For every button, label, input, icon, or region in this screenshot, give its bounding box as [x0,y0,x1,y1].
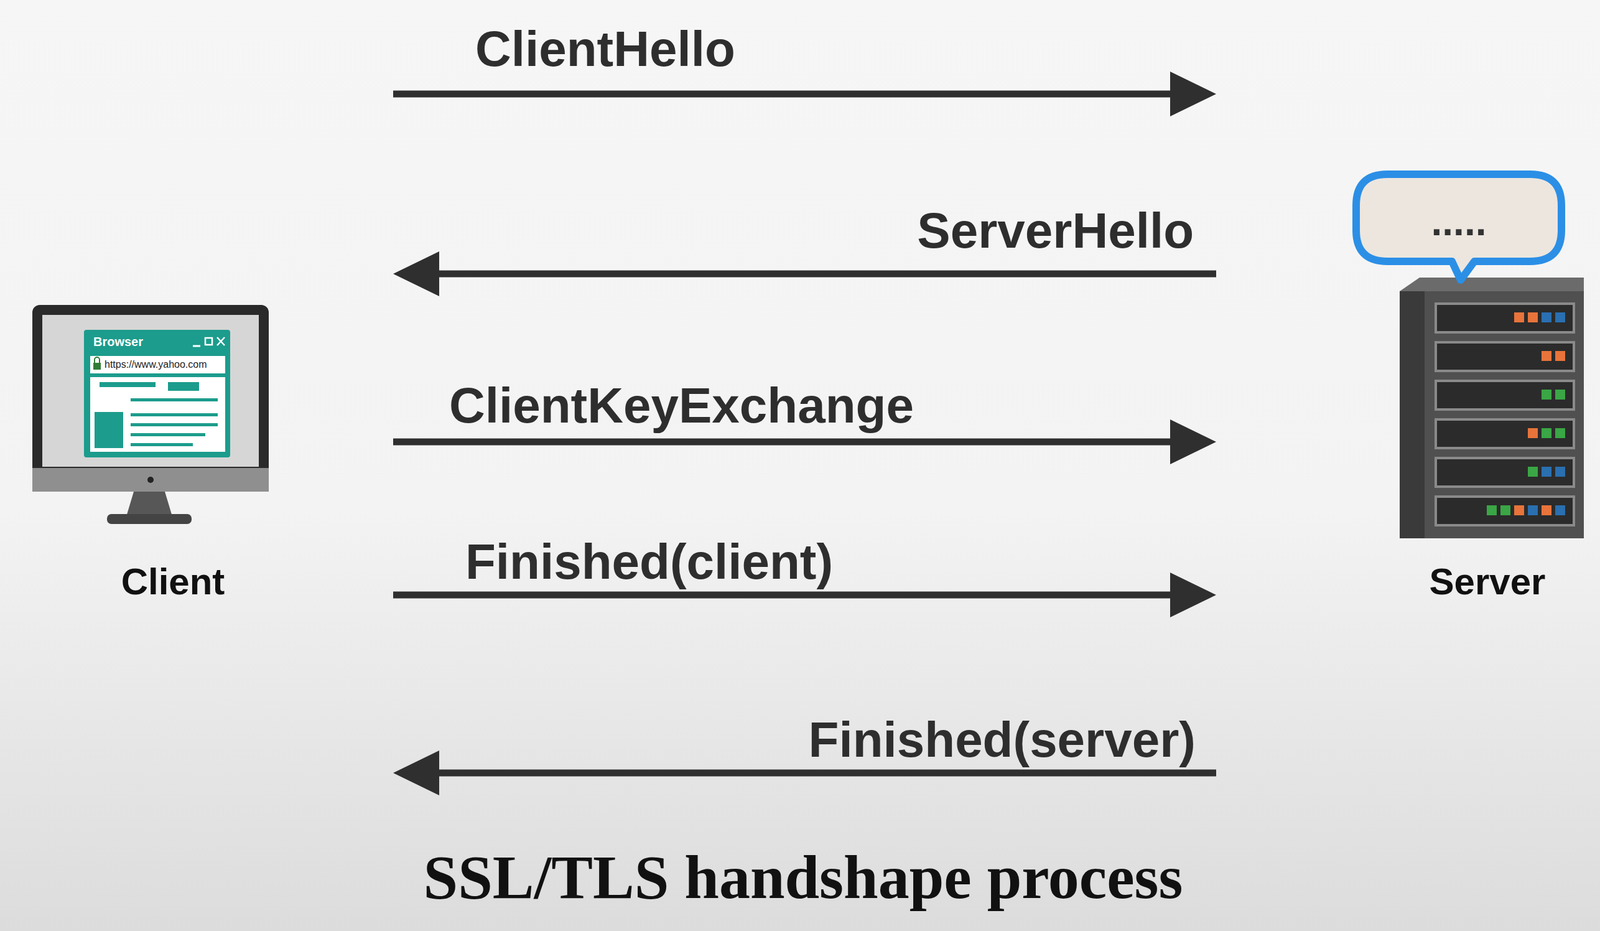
message-label: ServerHello [916,203,1194,259]
client-monitor [32,467,269,492]
browser-window [130,442,193,447]
message-label: Finished(server) [808,712,1196,768]
server-rack [1527,505,1538,516]
browser-window [130,413,218,417]
browser-window [130,432,206,437]
browser-window [130,423,218,427]
server-rack [1541,427,1552,438]
server-rack [1435,496,1574,526]
client-monitor [32,304,269,524]
server-rack [1555,350,1566,361]
browser-window [130,398,218,402]
browser-window [94,357,100,363]
server-rack [1399,277,1584,292]
server-rack [1500,505,1511,516]
client-monitor [147,476,154,483]
arrow-shaft [393,90,1175,98]
message-label: Finished(client) [465,534,833,590]
browser-window [167,381,200,391]
message-label: ClientHello [475,21,736,77]
browser-window [217,337,225,346]
endpoint-label: Server [1394,559,1581,603]
bubble-dots: ..... [1431,197,1487,246]
server-rack [1541,466,1552,477]
browser-window [83,329,231,458]
server-rack [1555,466,1566,477]
server-rack [1527,466,1538,477]
message-arrow [393,251,1217,297]
client-node: Client [24,62,394,809]
browser-window [99,381,156,387]
server-rack [1555,427,1566,438]
browser-window [205,337,213,345]
server-rack [1435,380,1574,410]
arrow-shaft [434,769,1217,777]
server-rack [1399,277,1584,539]
arrow-shaft [393,438,1175,446]
server-rack [1435,419,1574,448]
client-monitor [32,304,269,492]
server-rack [1555,389,1566,400]
browser-window [192,345,201,348]
client-monitor [106,513,192,524]
speech-bubble [1356,174,1562,280]
server-rack [1514,505,1525,516]
client-monitor [126,491,173,517]
arrow-head [393,750,440,796]
arrow-head [1170,71,1217,117]
server-rack [1555,312,1566,323]
window-title: Browser [93,334,144,349]
arrow-shaft [434,270,1217,278]
server-rack [1541,350,1552,361]
client-monitor [42,314,259,467]
server-rack [1541,312,1552,323]
browser-window [90,355,226,374]
server-rack [1435,457,1574,487]
arrow-head [393,251,440,297]
server-rack [1541,389,1552,400]
server-rack [1514,312,1525,323]
arrow-head [1170,419,1217,465]
arrow-head [1170,572,1217,618]
server-rack [1435,303,1574,333]
message-arrow [393,71,1217,117]
browser-window [90,376,226,452]
browser-window [94,411,124,448]
browser-window [93,362,101,370]
server-rack [1527,312,1538,323]
caption: SSL/TLS handshape process [423,841,1184,913]
message-label: ClientKeyExchange [449,378,914,433]
server-rack [1555,505,1566,516]
server-rack [1541,505,1552,516]
arrow-shaft [393,591,1175,599]
server-rack [1486,505,1497,516]
url-text: https://www.yahoo.com [104,358,208,371]
browser-window [83,329,231,458]
server-rack [1435,342,1574,371]
speech-bubble [1356,174,1562,280]
server-rack [1527,427,1538,438]
server-node: Server [1216,62,1593,809]
server-rack [1424,291,1584,539]
endpoint-label: Client [49,559,297,603]
server-rack [1399,291,1425,539]
